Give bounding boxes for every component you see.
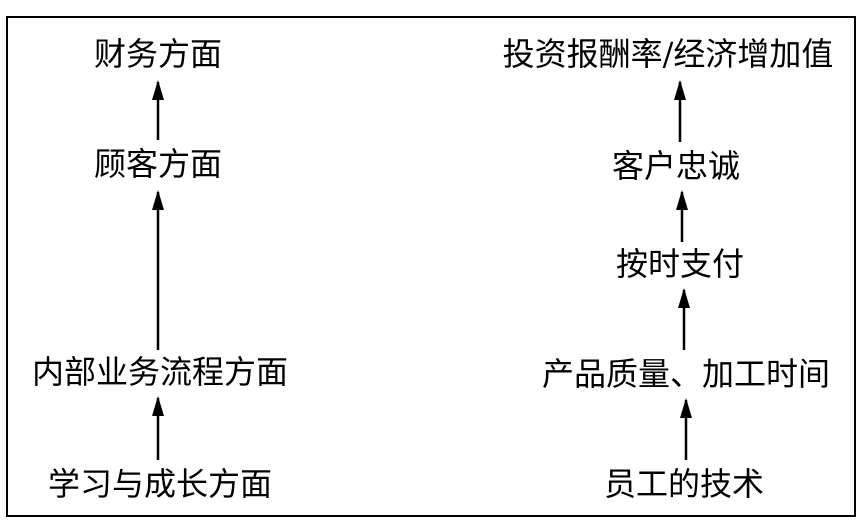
right-node-employee-skills: 员工的技术 xyxy=(603,465,765,503)
left-node-customer: 顾客方面 xyxy=(93,145,223,183)
diagram-frame xyxy=(6,16,856,517)
left-node-learning-growth: 学习与成长方面 xyxy=(47,465,273,503)
right-arrow-quality-to-delivery xyxy=(678,288,690,350)
left-arrow-internal-to-customer xyxy=(152,190,164,350)
right-node-customer-loyalty: 客户忠诚 xyxy=(611,147,741,185)
right-arrow-delivery-to-loyalty xyxy=(676,190,688,242)
right-node-on-time-delivery: 按时支付 xyxy=(615,245,745,283)
right-node-roi-eva: 投资报酬率/经济增加值 xyxy=(502,35,834,73)
right-arrow-skills-to-quality xyxy=(680,398,692,460)
left-node-internal-process: 内部业务流程方面 xyxy=(31,353,289,391)
left-arrow-learning-to-internal xyxy=(152,396,164,460)
right-arrow-loyalty-to-roi xyxy=(674,80,686,142)
left-node-financial: 财务方面 xyxy=(93,35,223,73)
left-arrow-customer-to-financial xyxy=(152,80,164,140)
right-node-quality-cycle-time: 产品质量、加工时间 xyxy=(541,355,831,393)
